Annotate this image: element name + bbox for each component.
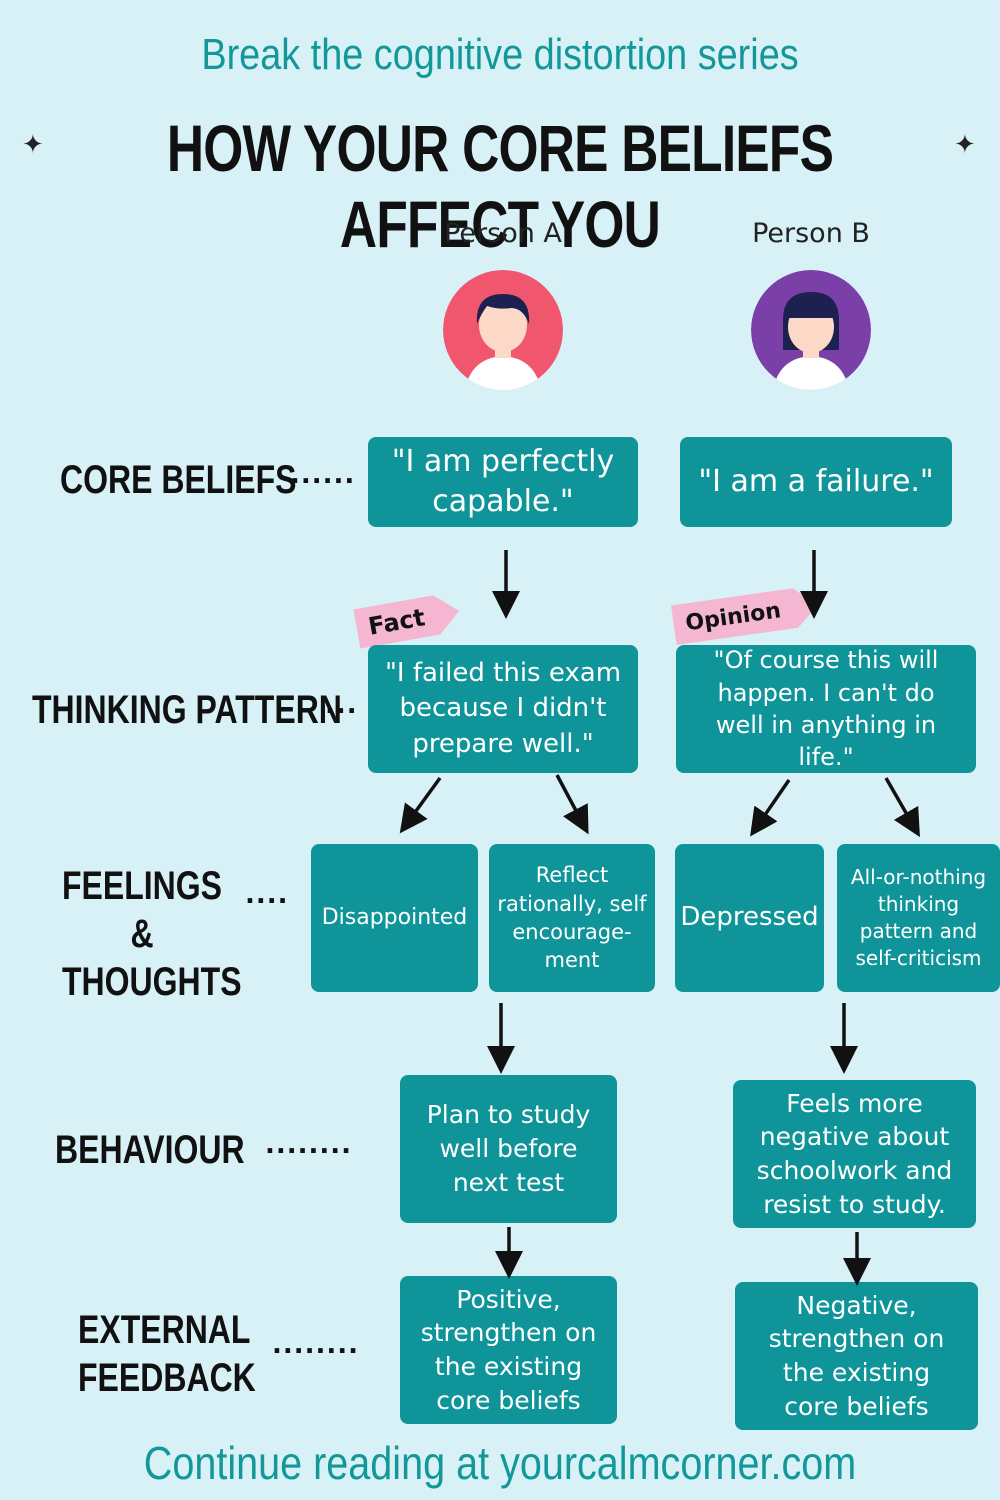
person-b-avatar [751, 270, 871, 390]
page-title: HOW YOUR CORE BELIEFS AFFECT YOU [166, 111, 834, 261]
person-a-feeling-disappointed: Disappointed [311, 844, 478, 992]
row-dots-thinking-pattern: ... [325, 690, 358, 720]
row-label-feelings-line1: FEELINGS & [62, 864, 223, 956]
arrow-b-thinking-to-all-or-nothing [884, 777, 920, 838]
person-b-feeling-all-or-nothing: All-or-nothing thinking pattern and self… [837, 844, 1000, 992]
person-b-feeling-depressed: Depressed [675, 844, 824, 992]
person-a-label: Person A [444, 218, 562, 249]
row-dots-core-beliefs: ...... [290, 460, 356, 490]
row-label-feedback-line2: FEEDBACK [78, 1356, 256, 1400]
arrow-b-thinking-to-depressed [750, 779, 791, 837]
person-b-core-belief-box: "I am a failure." [680, 437, 952, 527]
footer-link[interactable]: Continue reading at yourcalmcorner.com [143, 1437, 857, 1489]
row-dots-feedback: ........ [272, 1330, 360, 1360]
person-a-avatar [443, 270, 563, 390]
arrow-a-thinking-to-reflect [555, 774, 589, 835]
series-subtitle: Break the cognitive distortion series [201, 30, 799, 79]
row-label-core-beliefs: CORE BELIEFS [60, 458, 297, 502]
arrow-a-thinking-to-disappointed [399, 776, 442, 834]
person-a-thinking-box: "I failed this exam because I didn't pre… [368, 645, 638, 773]
person-a-behaviour-box: Plan to study well before next test [400, 1075, 617, 1223]
sparkle-icon-left: ✦ [22, 130, 44, 160]
row-dots-behaviour: ........ [265, 1130, 353, 1160]
row-label-feelings-line2: THOUGHTS [62, 960, 242, 1004]
row-dots-feelings: .... [245, 880, 289, 910]
row-label-thinking-pattern: THINKING PATTERN [32, 688, 342, 732]
person-a-feedback-box: Positive, strengthen on the existing cor… [400, 1276, 617, 1424]
person-a-feeling-reflect: Reflect rationally, self encourage-ment [489, 844, 655, 992]
person-b-feedback-box: Negative, strengthen on the existing cor… [735, 1282, 978, 1430]
row-label-behaviour: BEHAVIOUR [55, 1128, 245, 1172]
row-label-feedback-line1: EXTERNAL [78, 1308, 251, 1352]
person-b-label: Person B [752, 218, 870, 249]
row-label-feelings-thoughts: FEELINGS & THOUGHTS [62, 862, 242, 1006]
sparkle-icon-right: ✦ [954, 130, 976, 160]
person-b-thinking-box: "Of course this will happen. I can't do … [676, 645, 976, 773]
row-label-external-feedback: EXTERNAL FEEDBACK [78, 1306, 256, 1402]
person-b-behaviour-box: Feels more negative about schoolwork and… [733, 1080, 976, 1228]
person-a-core-belief-box: "I am perfectly capable." [368, 437, 638, 527]
